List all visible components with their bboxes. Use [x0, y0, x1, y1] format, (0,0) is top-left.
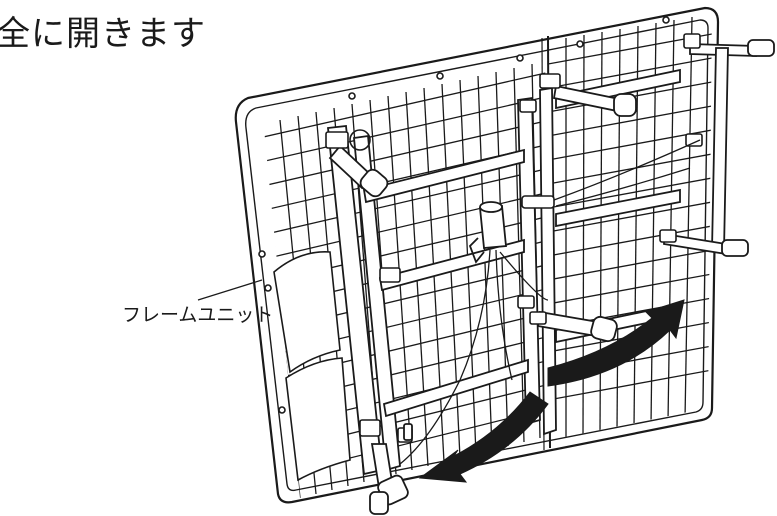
curved-arrow-up-right-icon [547, 299, 685, 387]
instruction-heading: 全に開きます [0, 14, 206, 54]
motor-unit [399, 139, 701, 465]
callout-leader-line [197, 279, 263, 301]
pad-panel [273, 251, 351, 482]
folding-legs [328, 39, 775, 515]
hinge-brackets [258, 16, 703, 443]
curved-arrow-down-left-icon [418, 391, 549, 483]
frame-unit-label: フレームユニット [122, 304, 274, 326]
frame-rails [327, 68, 681, 476]
